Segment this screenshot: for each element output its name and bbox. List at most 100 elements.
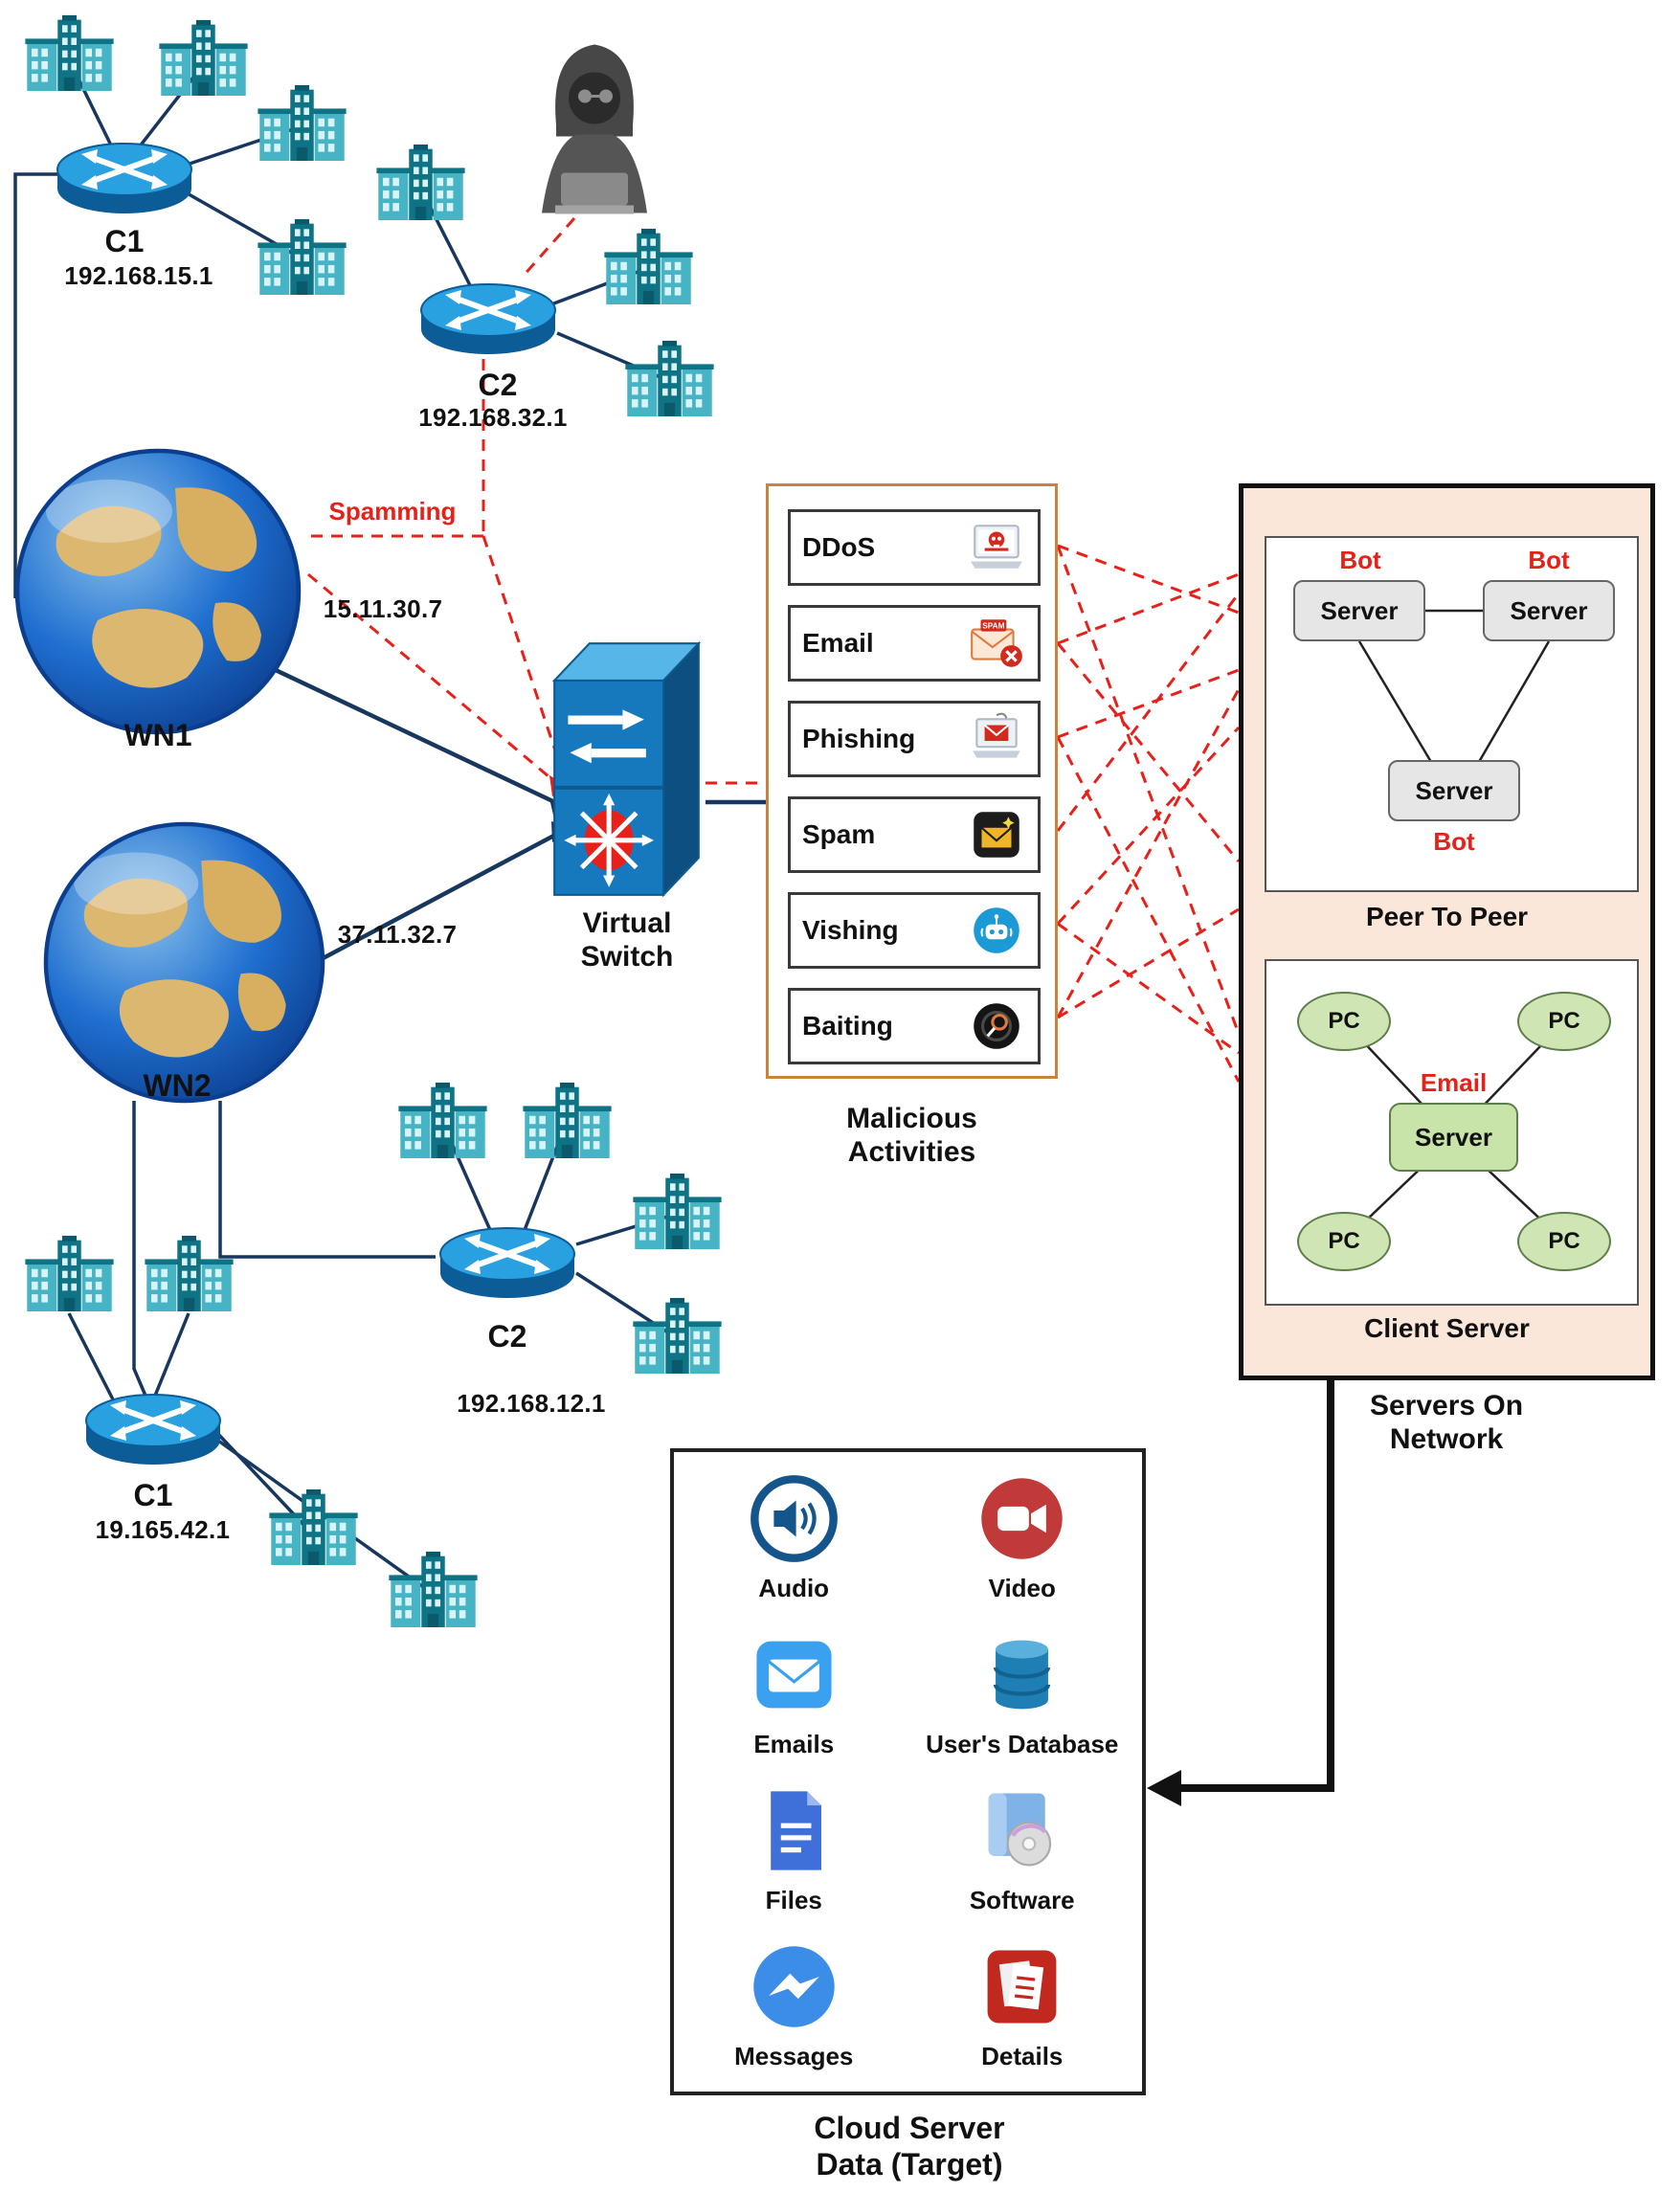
cloud-item-emails: Emails bbox=[680, 1616, 908, 1772]
baiting-scope-icon bbox=[974, 1003, 1019, 1049]
malicious-item-label: Phishing bbox=[802, 724, 916, 753]
p2p-server-node: Server bbox=[1293, 580, 1425, 641]
p2p-server-node: Server bbox=[1483, 580, 1615, 641]
p2p-server-node: Server bbox=[1388, 760, 1520, 821]
malicious-item-label: Email bbox=[802, 628, 874, 658]
cloud-item-audio: Audio bbox=[680, 1460, 908, 1616]
cloud-item-messages: Messages bbox=[680, 1928, 908, 2084]
wn1-label: WN1 bbox=[123, 718, 192, 752]
email-label: Email bbox=[1420, 1068, 1488, 1097]
malicious-item-ddos: DDoS bbox=[788, 509, 1041, 586]
building-icon bbox=[624, 340, 715, 416]
router-c2-bottom-label: C2 bbox=[487, 1319, 527, 1354]
database-icon bbox=[994, 1640, 1051, 1709]
building-icon bbox=[388, 1551, 479, 1627]
client-server-box: PC PC PC PC Email Server bbox=[1265, 959, 1639, 1306]
cloud-item-files: Files bbox=[680, 1772, 908, 1928]
malicious-item-label: DDoS bbox=[802, 532, 876, 562]
router-c1-top-label: C1 bbox=[104, 224, 145, 258]
spam-envelope-icon bbox=[974, 812, 1019, 858]
cloud-item-database: User's Database bbox=[908, 1616, 1137, 1772]
building-icon bbox=[632, 1297, 723, 1374]
wn1-globe-icon bbox=[14, 448, 302, 735]
bot-label: Bot bbox=[1433, 827, 1475, 856]
pc-node: PC bbox=[1517, 1212, 1611, 1271]
router-c1-bottom-ip: 19.165.42.1 bbox=[95, 1515, 231, 1544]
malicious-item-baiting: Baiting bbox=[788, 988, 1041, 1064]
virtual-switch-icon bbox=[548, 634, 706, 902]
cloud-item-label: Emails bbox=[753, 1729, 835, 1758]
building-icon bbox=[24, 1235, 115, 1311]
router-c2-top-ip: 192.168.32.1 bbox=[418, 403, 568, 432]
building-icon bbox=[632, 1173, 723, 1249]
cloud-item-details: Details bbox=[908, 1928, 1137, 2084]
bot-label: Bot bbox=[1528, 546, 1570, 574]
wn1-ip: 15.11.30.7 bbox=[323, 594, 443, 623]
svg-text:SPAM: SPAM bbox=[982, 622, 1004, 631]
router-c2-top-label: C2 bbox=[478, 368, 518, 402]
client-server-title: Client Server bbox=[1364, 1313, 1530, 1343]
malicious-item-label: Baiting bbox=[802, 1011, 893, 1041]
peer-to-peer-box: Bot Bot Server Server Server Bot bbox=[1265, 536, 1639, 892]
wn2-globe-icon bbox=[43, 821, 325, 1104]
vishing-bot-icon bbox=[974, 907, 1019, 953]
malicious-item-vishing: Vishing bbox=[788, 892, 1041, 969]
p2p-links bbox=[1357, 609, 1551, 763]
cloud-title-line2: Data (Target) bbox=[816, 2147, 1003, 2182]
cloud-item-label: Audio bbox=[758, 1573, 830, 1602]
cloud-item-label: Software bbox=[969, 1885, 1075, 1914]
malicious-item-label: Vishing bbox=[802, 915, 899, 945]
router-c1-bottom-label: C1 bbox=[133, 1478, 173, 1512]
building-icon bbox=[257, 84, 347, 161]
cloud-item-software: Software bbox=[908, 1772, 1137, 1928]
cloud-item-label: Files bbox=[765, 1885, 822, 1914]
building-icon bbox=[144, 1235, 235, 1311]
malicious-item-spam: Spam bbox=[788, 796, 1041, 873]
bot-label: Bot bbox=[1339, 546, 1381, 574]
video-icon bbox=[981, 1477, 1063, 1559]
router-c1-top-ip: 192.168.15.1 bbox=[64, 261, 213, 290]
cloud-item-video: Video bbox=[908, 1460, 1137, 1616]
malicious-activities-panel: DDoS Email SPAM Phishing bbox=[766, 483, 1058, 1079]
audio-icon bbox=[750, 1474, 838, 1562]
malicious-item-phishing: Phishing bbox=[788, 701, 1041, 777]
cloud-server-data-panel: Audio Video Emails U bbox=[670, 1448, 1146, 2095]
emails-icon bbox=[756, 1641, 832, 1708]
ddos-laptop-skull-icon bbox=[971, 525, 1022, 569]
pc-node: PC bbox=[1517, 992, 1611, 1051]
wn2-label: WN2 bbox=[143, 1068, 212, 1103]
hacker-icon bbox=[532, 27, 657, 223]
cloud-item-label: Details bbox=[981, 2041, 1064, 2070]
malicious-item-label: Spam bbox=[802, 819, 876, 849]
spam-email-icon: SPAM bbox=[971, 619, 1022, 667]
wn2-ip: 37.11.32.7 bbox=[337, 920, 458, 949]
building-icon bbox=[397, 1082, 488, 1158]
malicious-item-email: Email SPAM bbox=[788, 605, 1041, 682]
router-c2-bottom-ip: 192.168.12.1 bbox=[457, 1389, 606, 1418]
peer-to-peer-title: Peer To Peer bbox=[1365, 902, 1529, 931]
spamming-label: Spamming bbox=[328, 497, 457, 526]
files-icon bbox=[770, 1790, 821, 1870]
cloud-title-line1: Cloud Server bbox=[814, 2111, 1005, 2145]
client-server-node: Server bbox=[1389, 1103, 1518, 1172]
cloud-item-label: Video bbox=[988, 1573, 1056, 1602]
virtual-switch-label: Virtual Switch bbox=[580, 907, 674, 973]
router-c2-bottom-icon bbox=[436, 1214, 579, 1305]
building-icon bbox=[257, 218, 347, 295]
router-c1-top-icon bbox=[53, 129, 196, 220]
cloud-item-label: User's Database bbox=[926, 1729, 1119, 1758]
phishing-laptop-icon bbox=[973, 712, 1020, 758]
building-icon bbox=[268, 1488, 359, 1565]
servers-on-network-title: Servers On Network bbox=[1369, 1390, 1524, 1455]
router-c1-bottom-icon bbox=[81, 1380, 225, 1471]
malicious-activities-title: Malicious Activities bbox=[846, 1103, 977, 1168]
building-icon bbox=[522, 1082, 613, 1158]
router-c2-top-icon bbox=[416, 270, 560, 361]
software-icon bbox=[988, 1792, 1052, 1866]
building-icon bbox=[158, 19, 249, 96]
details-icon bbox=[987, 1950, 1057, 2023]
pc-node: PC bbox=[1297, 1212, 1391, 1271]
cloud-item-label: Messages bbox=[734, 2041, 854, 2070]
building-icon bbox=[375, 144, 466, 220]
